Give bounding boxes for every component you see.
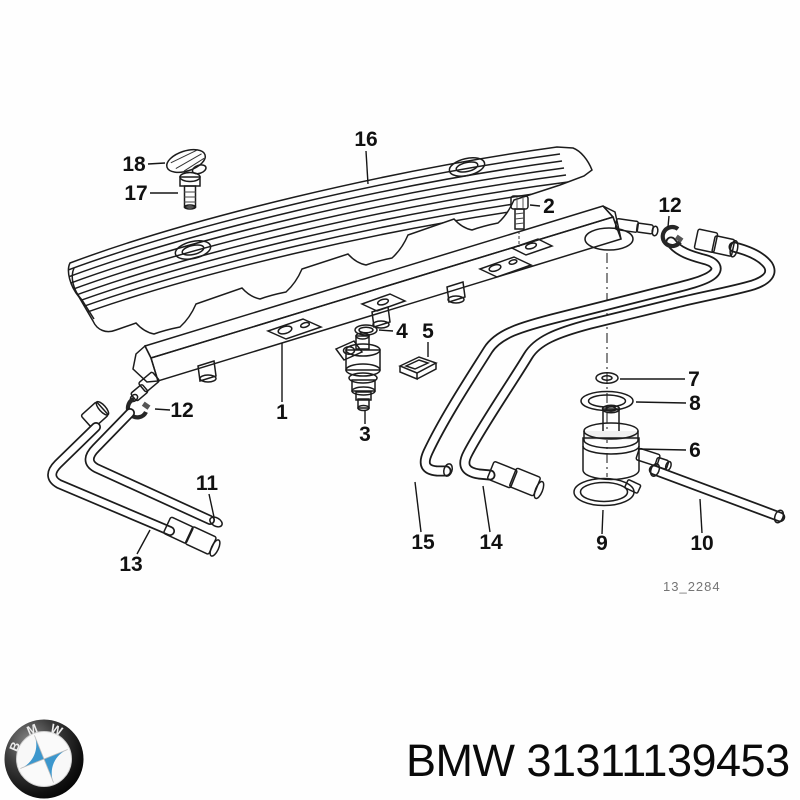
washer-7: [595, 372, 619, 384]
drawing-id-watermark: 13_2284: [663, 579, 721, 594]
rail-bracket: [360, 293, 407, 312]
part-label-4: 4: [396, 320, 408, 343]
rail-bracket: [265, 318, 324, 340]
leader-line-14: [482, 485, 491, 533]
leader-line-18: [147, 162, 166, 165]
pressure-regulator-dome: [584, 227, 634, 251]
logo-letter-w: W: [48, 721, 65, 739]
rail-bracket: [478, 256, 533, 278]
rail-left-fitting: [129, 371, 160, 403]
leader-line-6: [637, 448, 687, 451]
part-label-5: 5: [422, 320, 434, 343]
part-label-9: 9: [596, 532, 608, 555]
rail-right-fitting: [614, 218, 659, 237]
part-label-1: 1: [276, 401, 288, 424]
hose-14: [459, 228, 776, 500]
logo-quadrants: B M W: [7, 721, 68, 785]
part-label-12: 12: [658, 194, 681, 217]
leader-line-12: [154, 408, 171, 411]
part-label-14: 14: [479, 531, 503, 554]
part-number-text: BMW 31311139453: [406, 735, 790, 786]
hose-15: [419, 236, 722, 477]
hose-13: [47, 400, 221, 557]
part-label-18: 18: [122, 153, 146, 176]
leader-line-16: [365, 150, 369, 185]
leader-line-9: [601, 509, 604, 535]
leader-line-12: [667, 215, 670, 228]
leader-line-15: [414, 481, 422, 533]
hose-14-end-fittings: [486, 461, 545, 500]
engine-cover: [67, 146, 593, 335]
logo-letter-m: M: [25, 721, 40, 738]
rail-boss: [371, 306, 391, 329]
hose-13-cap: [80, 400, 110, 429]
logo-quadrant-blue: [44, 749, 68, 783]
leader-line-4: [378, 329, 394, 332]
cap-18: [165, 148, 207, 175]
fuel-injector: [334, 332, 381, 412]
leader-line-13: [136, 529, 151, 555]
part-label-3: 3: [359, 423, 371, 446]
leader-line-2: [529, 204, 541, 207]
bolt-2: [510, 195, 529, 247]
bmw-logo: B M W: [4, 719, 84, 799]
fuel-rail: [129, 205, 659, 403]
part-label-6: 6: [689, 439, 701, 462]
hose-13-end-fittings: [163, 516, 221, 557]
part-label-7: 7: [688, 368, 700, 391]
cover-cap-rear: [448, 157, 486, 177]
leader-line-11: [208, 493, 215, 518]
part-label-17: 17: [124, 182, 147, 205]
bolt-17: [179, 171, 201, 210]
rail-boss: [197, 360, 217, 383]
clamp-12-right: [660, 225, 684, 249]
hose-10: [648, 463, 786, 524]
clip-5: [398, 356, 438, 381]
leader-line-8: [635, 401, 687, 404]
part-label-16: 16: [354, 128, 377, 151]
rail-boss: [446, 281, 466, 304]
part-label-10: 10: [690, 532, 713, 555]
leader-line-10: [699, 498, 703, 534]
part-label-2: 2: [543, 195, 555, 218]
cover-ribs: [68, 153, 575, 320]
part-label-15: 15: [411, 531, 435, 554]
part-label-8: 8: [689, 392, 701, 415]
rail-bracket: [510, 238, 554, 256]
logo-quadrant-blue: [20, 735, 44, 769]
logo-cross-lines: [20, 735, 68, 783]
cover-cap-front: [174, 240, 212, 260]
part-label-12: 12: [170, 399, 193, 422]
clamp-9: [573, 477, 642, 507]
hose-14-union: [693, 228, 739, 258]
part-label-13: 13: [119, 553, 142, 576]
fuel-filter: [582, 404, 672, 481]
hose-11: [84, 408, 223, 528]
part-label-11: 11: [196, 472, 219, 495]
